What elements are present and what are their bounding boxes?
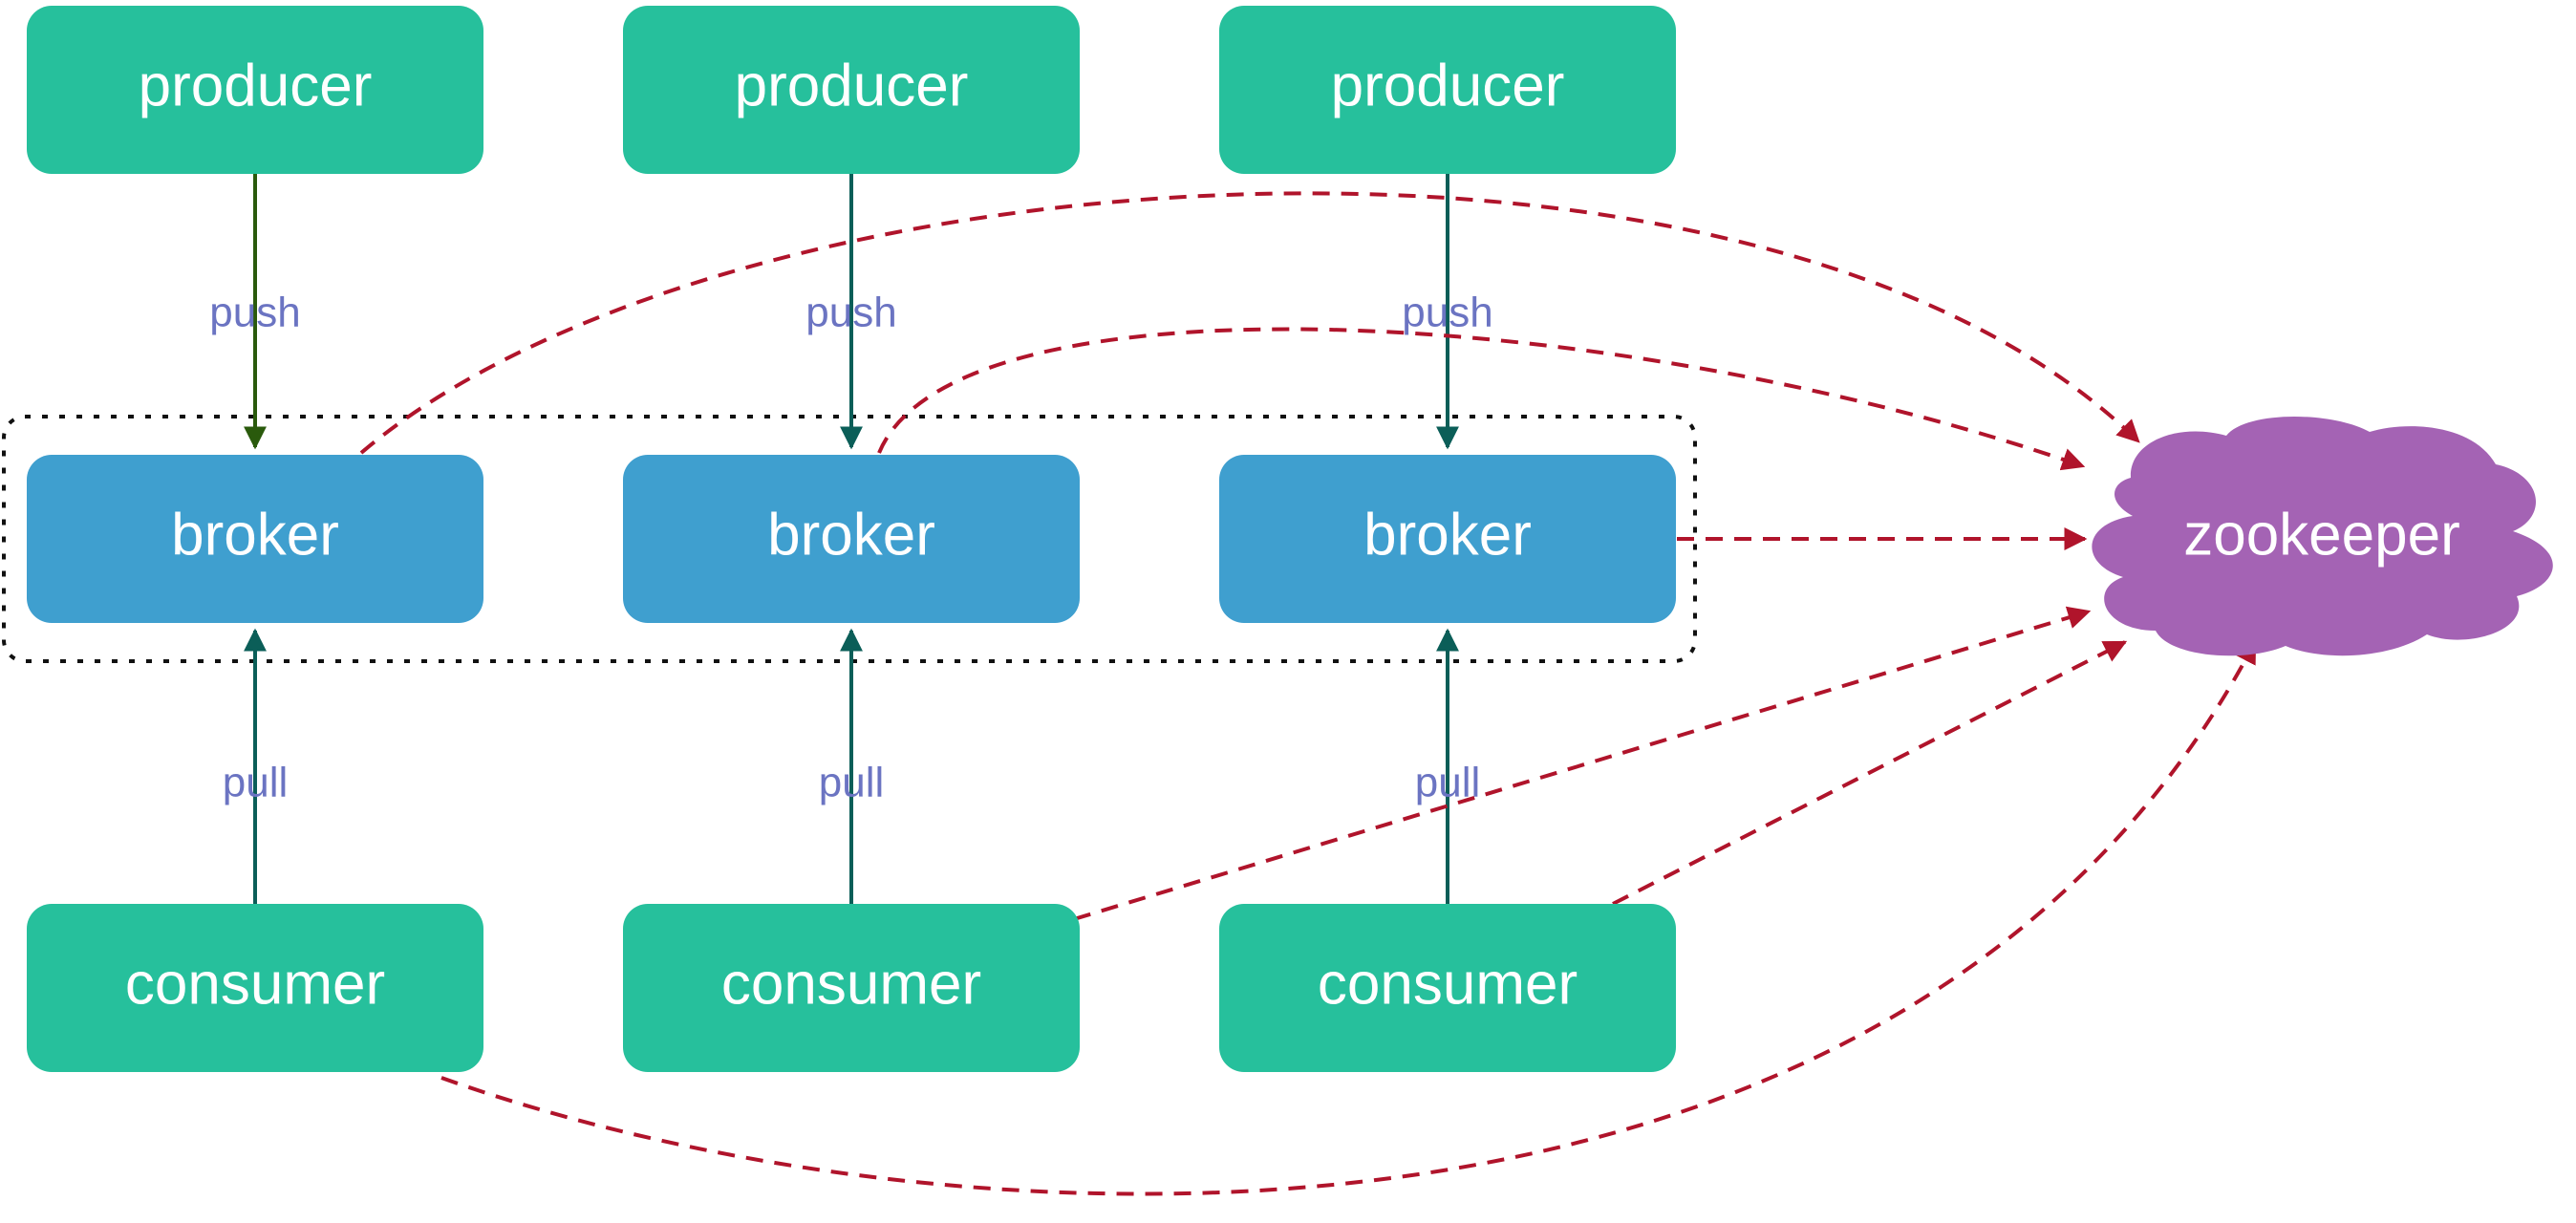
broker-label: broker	[171, 502, 339, 568]
producer-node-2: producer	[623, 6, 1080, 174]
broker-label: broker	[767, 502, 935, 568]
producer-label: producer	[1331, 53, 1565, 118]
zookeeper-label: zookeeper	[2183, 502, 2460, 568]
zk-link-consumer-1	[440, 639, 2257, 1196]
push-label: push	[1402, 290, 1492, 336]
zk-link-broker-2	[877, 327, 2086, 471]
consumer-label: consumer	[125, 951, 385, 1017]
producer-label: producer	[735, 53, 969, 118]
push-label: push	[805, 290, 896, 336]
broker-node-2: broker	[623, 455, 1080, 623]
cloud-icon	[2092, 416, 2553, 656]
broker-cluster-boundary	[2, 415, 1697, 663]
zookeeper-node: zookeeper	[2092, 416, 2553, 656]
consumer-node-2: consumer	[623, 904, 1080, 1072]
push-label: push	[209, 290, 300, 336]
broker-label: broker	[1363, 502, 1532, 568]
pull-label: pull	[1415, 760, 1481, 806]
producer-label: producer	[139, 53, 373, 118]
broker-node-3: broker	[1219, 455, 1676, 623]
zk-link-consumer-2	[1073, 606, 2092, 921]
broker-node-1: broker	[27, 455, 483, 623]
zk-link-consumer-3	[1612, 640, 2128, 906]
consumer-label: consumer	[721, 951, 981, 1017]
pull-label: pull	[819, 760, 885, 806]
consumer-label: consumer	[1318, 951, 1578, 1017]
consumer-node-1: consumer	[27, 904, 483, 1072]
producer-node-3: producer	[1219, 6, 1676, 174]
pull-label: pull	[223, 760, 289, 806]
zk-link-broker-1	[359, 191, 2140, 455]
producer-node-1: producer	[27, 6, 483, 174]
consumer-node-3: consumer	[1219, 904, 1676, 1072]
